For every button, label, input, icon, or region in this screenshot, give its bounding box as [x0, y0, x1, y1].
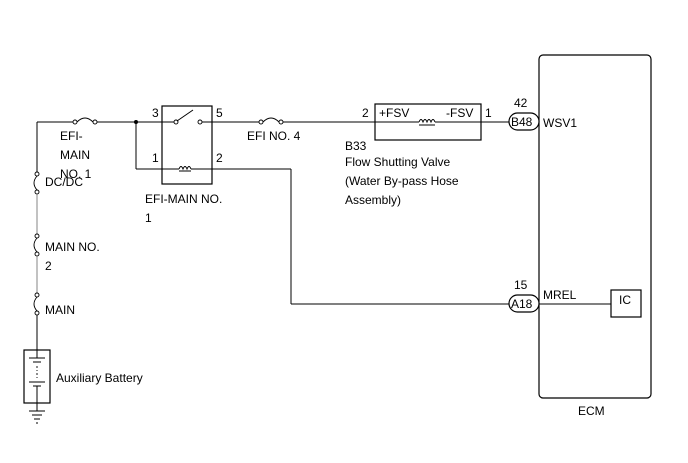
relay-pin-5: 5	[216, 106, 223, 120]
efi-main-no1-fuse: EFI- MAIN NO. 1	[60, 129, 92, 181]
main-no2-fuse: MAIN NO. 2	[33, 233, 100, 273]
valve-code: B33	[345, 139, 367, 153]
relay-pin-3: 3	[152, 106, 159, 120]
efi-main-fuse-line	[37, 117, 162, 125]
connector-b48-code: B48	[511, 115, 533, 129]
efi-no4-fuse: EFI NO. 4	[212, 117, 375, 143]
valve-name-line-3: Assembly)	[345, 193, 401, 207]
efi-main-fuse-label-3: NO. 1	[60, 167, 92, 181]
relay-efi-main-no1: 3 5 1 2 EFI-MAIN NO. 1	[145, 105, 223, 225]
efi-no4-fuse-label: EFI NO. 4	[247, 129, 301, 143]
valve-terminal-positive: +FSV	[379, 106, 409, 120]
efi-main-fuse-label-2: MAIN	[60, 148, 90, 162]
ic-block: IC	[539, 289, 642, 318]
ecm-box: ECM	[538, 54, 652, 418]
relay-label-2: 1	[145, 211, 152, 225]
main-fuse-label: MAIN	[45, 303, 75, 317]
efi-main-fuse-label-1: EFI-	[60, 129, 83, 143]
valve-terminal-negative: -FSV	[446, 106, 473, 120]
valve-pin-1: 1	[485, 106, 492, 120]
valve-pin-2: 2	[362, 106, 369, 120]
flow-shutting-valve: 2 1 +FSV -FSV B33 Flow Shutting Valve (W…	[345, 103, 492, 207]
main-no2-fuse-label-1: MAIN NO.	[45, 240, 100, 254]
auxiliary-battery-label: Auxiliary Battery	[56, 371, 143, 385]
auxiliary-battery: Auxiliary Battery	[23, 349, 143, 411]
main-no2-fuse-label-2: 2	[45, 259, 52, 273]
relay-pin-1: 1	[152, 151, 159, 165]
signal-mrel: MREL	[543, 288, 577, 302]
dcdc-fuse-label: DC/DC	[45, 175, 83, 189]
dcdc-fuse: DC/DC	[33, 171, 83, 195]
main-fuse: MAIN	[33, 292, 75, 317]
connector-b48: B48 42 WSV1	[508, 96, 577, 131]
relay-label-1: EFI-MAIN NO.	[145, 192, 222, 206]
relay-coil-wires	[135, 122, 509, 305]
ground-symbol	[29, 410, 45, 424]
connector-a18-pin: 15	[514, 278, 528, 292]
connector-a18-code: A18	[511, 297, 533, 311]
relay-pin-2: 2	[216, 151, 223, 165]
ecm-label: ECM	[578, 404, 605, 418]
valve-name-line-1: Flow Shutting Valve	[345, 155, 450, 169]
signal-wsv1: WSV1	[543, 116, 577, 130]
valve-name-line-2: (Water By-pass Hose	[345, 174, 459, 188]
ic-label: IC	[619, 293, 631, 307]
connector-b48-pin: 42	[514, 96, 528, 110]
connector-a18: A18 15 MREL	[508, 278, 577, 313]
